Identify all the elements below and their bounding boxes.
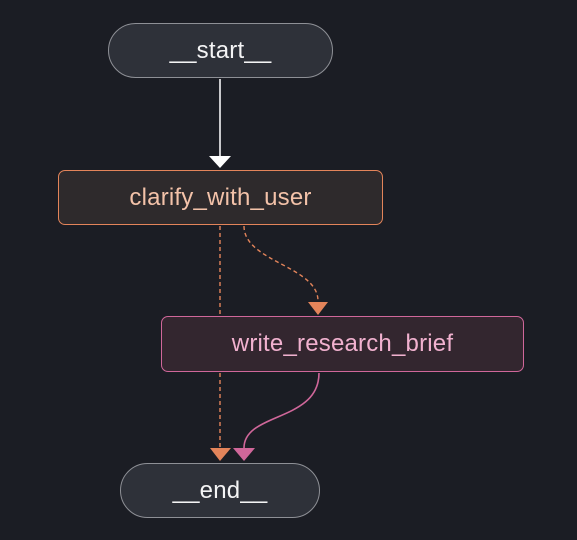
edge-write-to-end bbox=[243, 372, 320, 449]
node-start-label: __start__ bbox=[169, 36, 272, 64]
node-clarify-with-user[interactable]: clarify_with_user bbox=[58, 170, 383, 225]
node-write-label: write_research_brief bbox=[231, 330, 454, 357]
node-clarify-label: clarify_with_user bbox=[129, 183, 312, 211]
node-start[interactable]: __start__ bbox=[108, 23, 333, 78]
arrowhead-end-pink-icon bbox=[233, 448, 255, 461]
node-write-research-brief[interactable]: write_research_brief bbox=[161, 316, 524, 372]
arrowhead-clarify-icon bbox=[209, 156, 231, 168]
arrowhead-end-orange-icon bbox=[210, 448, 231, 461]
arrowhead-write-icon bbox=[308, 302, 328, 315]
node-end-label: __end__ bbox=[172, 476, 268, 504]
edge-clarify-to-write bbox=[243, 225, 319, 302]
node-end[interactable]: __end__ bbox=[120, 463, 320, 518]
